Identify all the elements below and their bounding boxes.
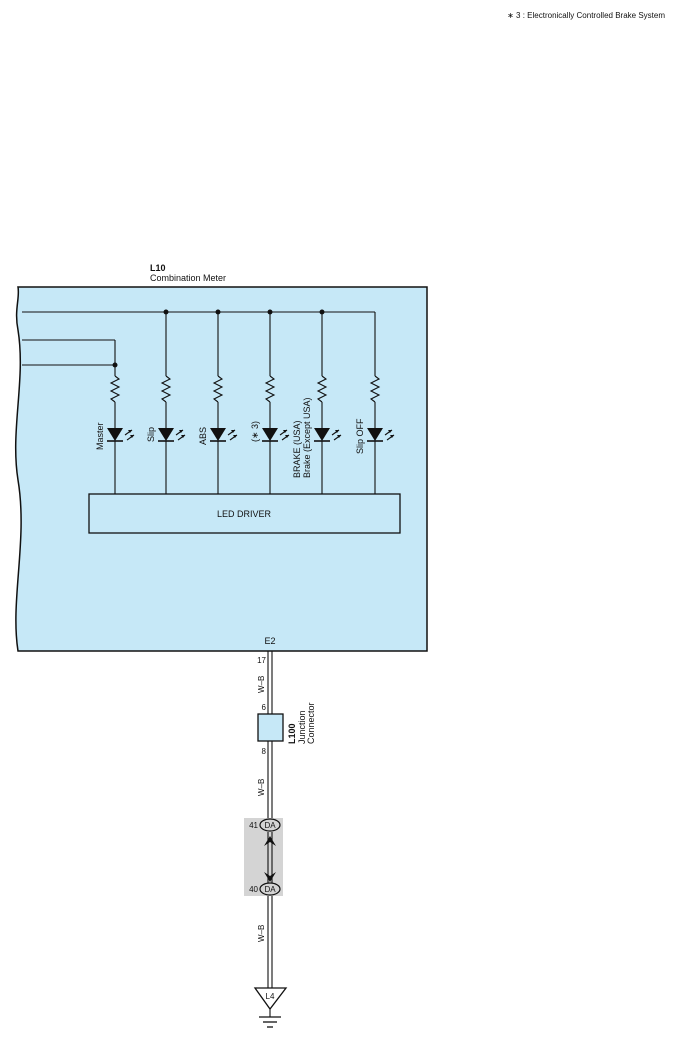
- lamp-label-slip: Slip: [146, 427, 156, 442]
- ground-code: L4: [266, 992, 275, 1001]
- connector-arrow-up-icon: [264, 836, 276, 846]
- junction-pin-in: 6: [262, 703, 267, 712]
- da-pin-top: 41: [249, 821, 258, 830]
- junction-pin-out: 8: [262, 747, 267, 756]
- lamp-abs: ABS: [198, 375, 238, 494]
- lamp-label-brake-except-usa: Brake (Except USA): [302, 397, 312, 478]
- lamp-label-brake-usa: BRAKE (USA): [292, 420, 302, 478]
- lamp-label-master: Master: [95, 422, 105, 450]
- system-note: ∗ 3 : Electronically Controlled Brake Sy…: [507, 11, 665, 20]
- lamp-label-slip-off: Slip OFF: [355, 418, 365, 454]
- led-icon: [262, 428, 278, 441]
- led-driver-label: LED DRIVER: [217, 509, 272, 519]
- lamp-master: Master: [95, 375, 135, 494]
- lamp-label-ecb: (∗ 3): [250, 421, 260, 442]
- led-icon: [107, 428, 123, 441]
- junction-code: L100: [287, 723, 297, 744]
- led-icon: [367, 428, 383, 441]
- lamp-slip-off: Slip OFF: [355, 375, 395, 494]
- da-connector-top: [259, 818, 281, 832]
- meter-code: L10: [150, 263, 166, 273]
- meter-internal-wiring: [22, 309, 376, 376]
- da-code-bottom: DA: [264, 885, 276, 894]
- da-connector-block: [244, 818, 283, 896]
- lamp-brake: BRAKE (USA) Brake (Except USA): [292, 375, 342, 494]
- wire-color-3: W–B: [257, 925, 266, 942]
- terminal-e2: E2: [264, 636, 275, 646]
- led-icon: [158, 428, 174, 441]
- led-icon: [314, 428, 330, 441]
- da-code-top: DA: [264, 821, 276, 830]
- resistor-icon: [212, 375, 224, 403]
- meter-name: Combination Meter: [150, 273, 226, 283]
- resistor-icon: [264, 375, 276, 403]
- da-connector-bottom: [259, 882, 281, 896]
- junction-name-line1: Junction: [297, 710, 307, 744]
- combination-meter-box: [14, 286, 428, 652]
- resistor-icon: [109, 375, 121, 403]
- resistor-icon: [160, 375, 172, 403]
- pin-17: 17: [257, 656, 266, 665]
- lamp-label-abs: ABS: [198, 427, 208, 445]
- junction-connector-box: [257, 713, 284, 742]
- led-driver-box: [88, 493, 401, 534]
- wire-color-2: W–B: [257, 779, 266, 796]
- resistor-icon: [316, 375, 328, 403]
- ground-point-icon: [253, 987, 288, 1011]
- resistor-icon: [369, 375, 381, 403]
- da-pin-bottom: 40: [249, 885, 258, 894]
- connector-arrow-down-icon: [264, 872, 276, 882]
- lamp-slip: Slip: [146, 375, 186, 494]
- wire-color-1: W–B: [257, 676, 266, 693]
- lamp-ecb: (∗ 3): [250, 375, 290, 494]
- led-icon: [210, 428, 226, 441]
- ground-wire: [267, 651, 273, 988]
- junction-name-line2: Connector: [306, 702, 316, 744]
